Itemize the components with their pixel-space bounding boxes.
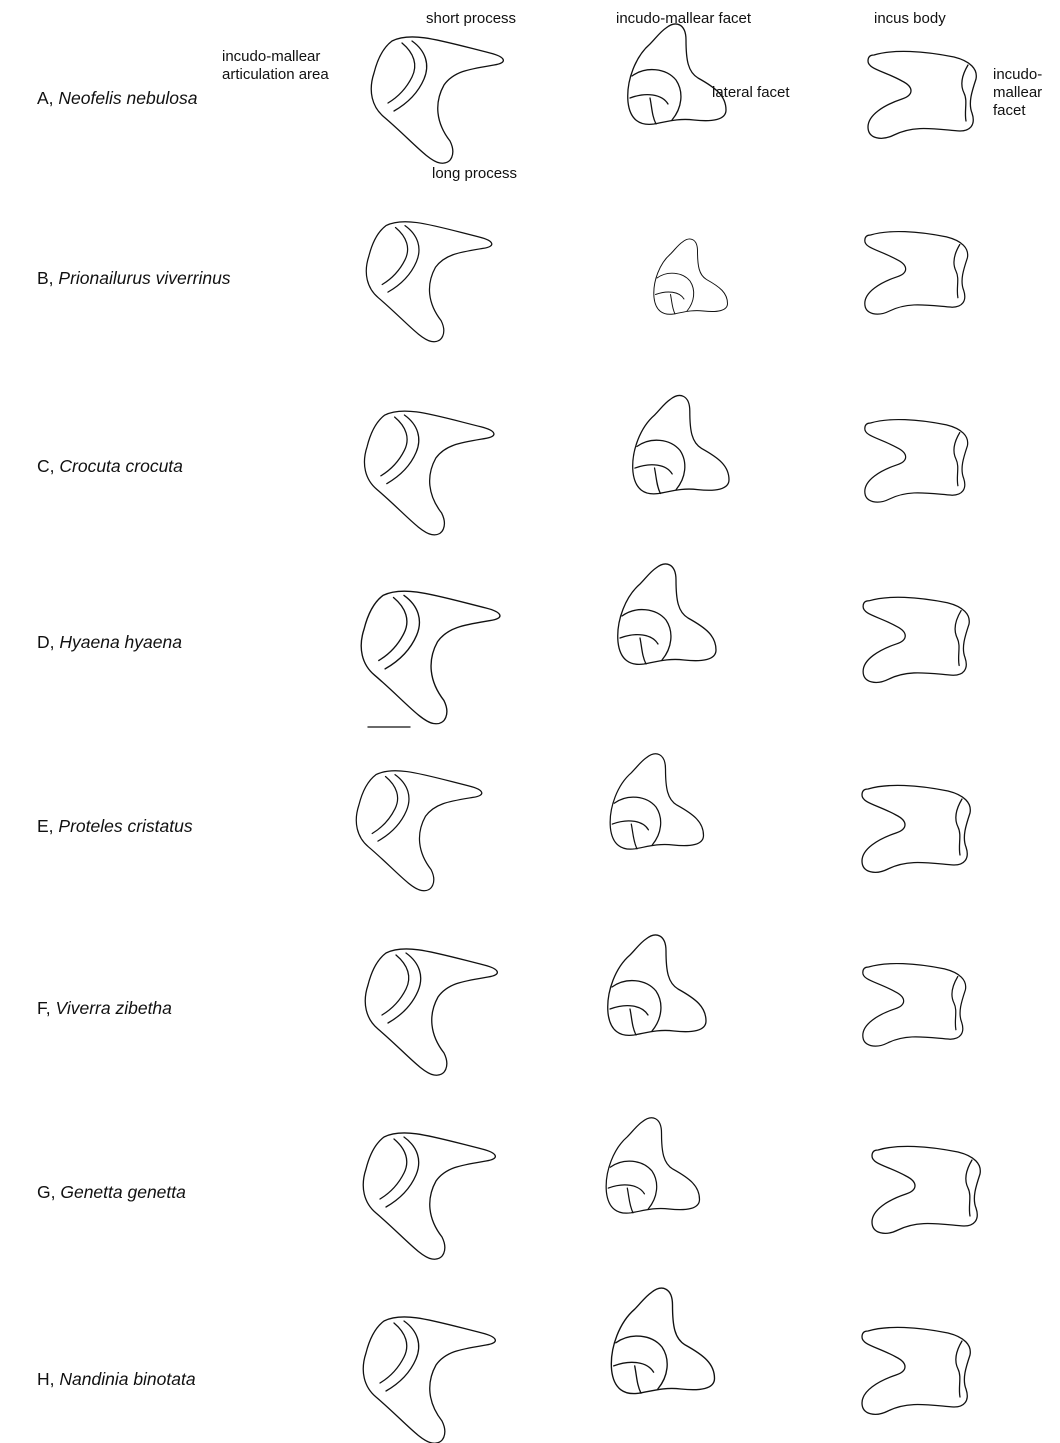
- figure-page: short process incudo-mallear facet incus…: [0, 0, 1060, 1443]
- incus-drawings: [0, 0, 1060, 1443]
